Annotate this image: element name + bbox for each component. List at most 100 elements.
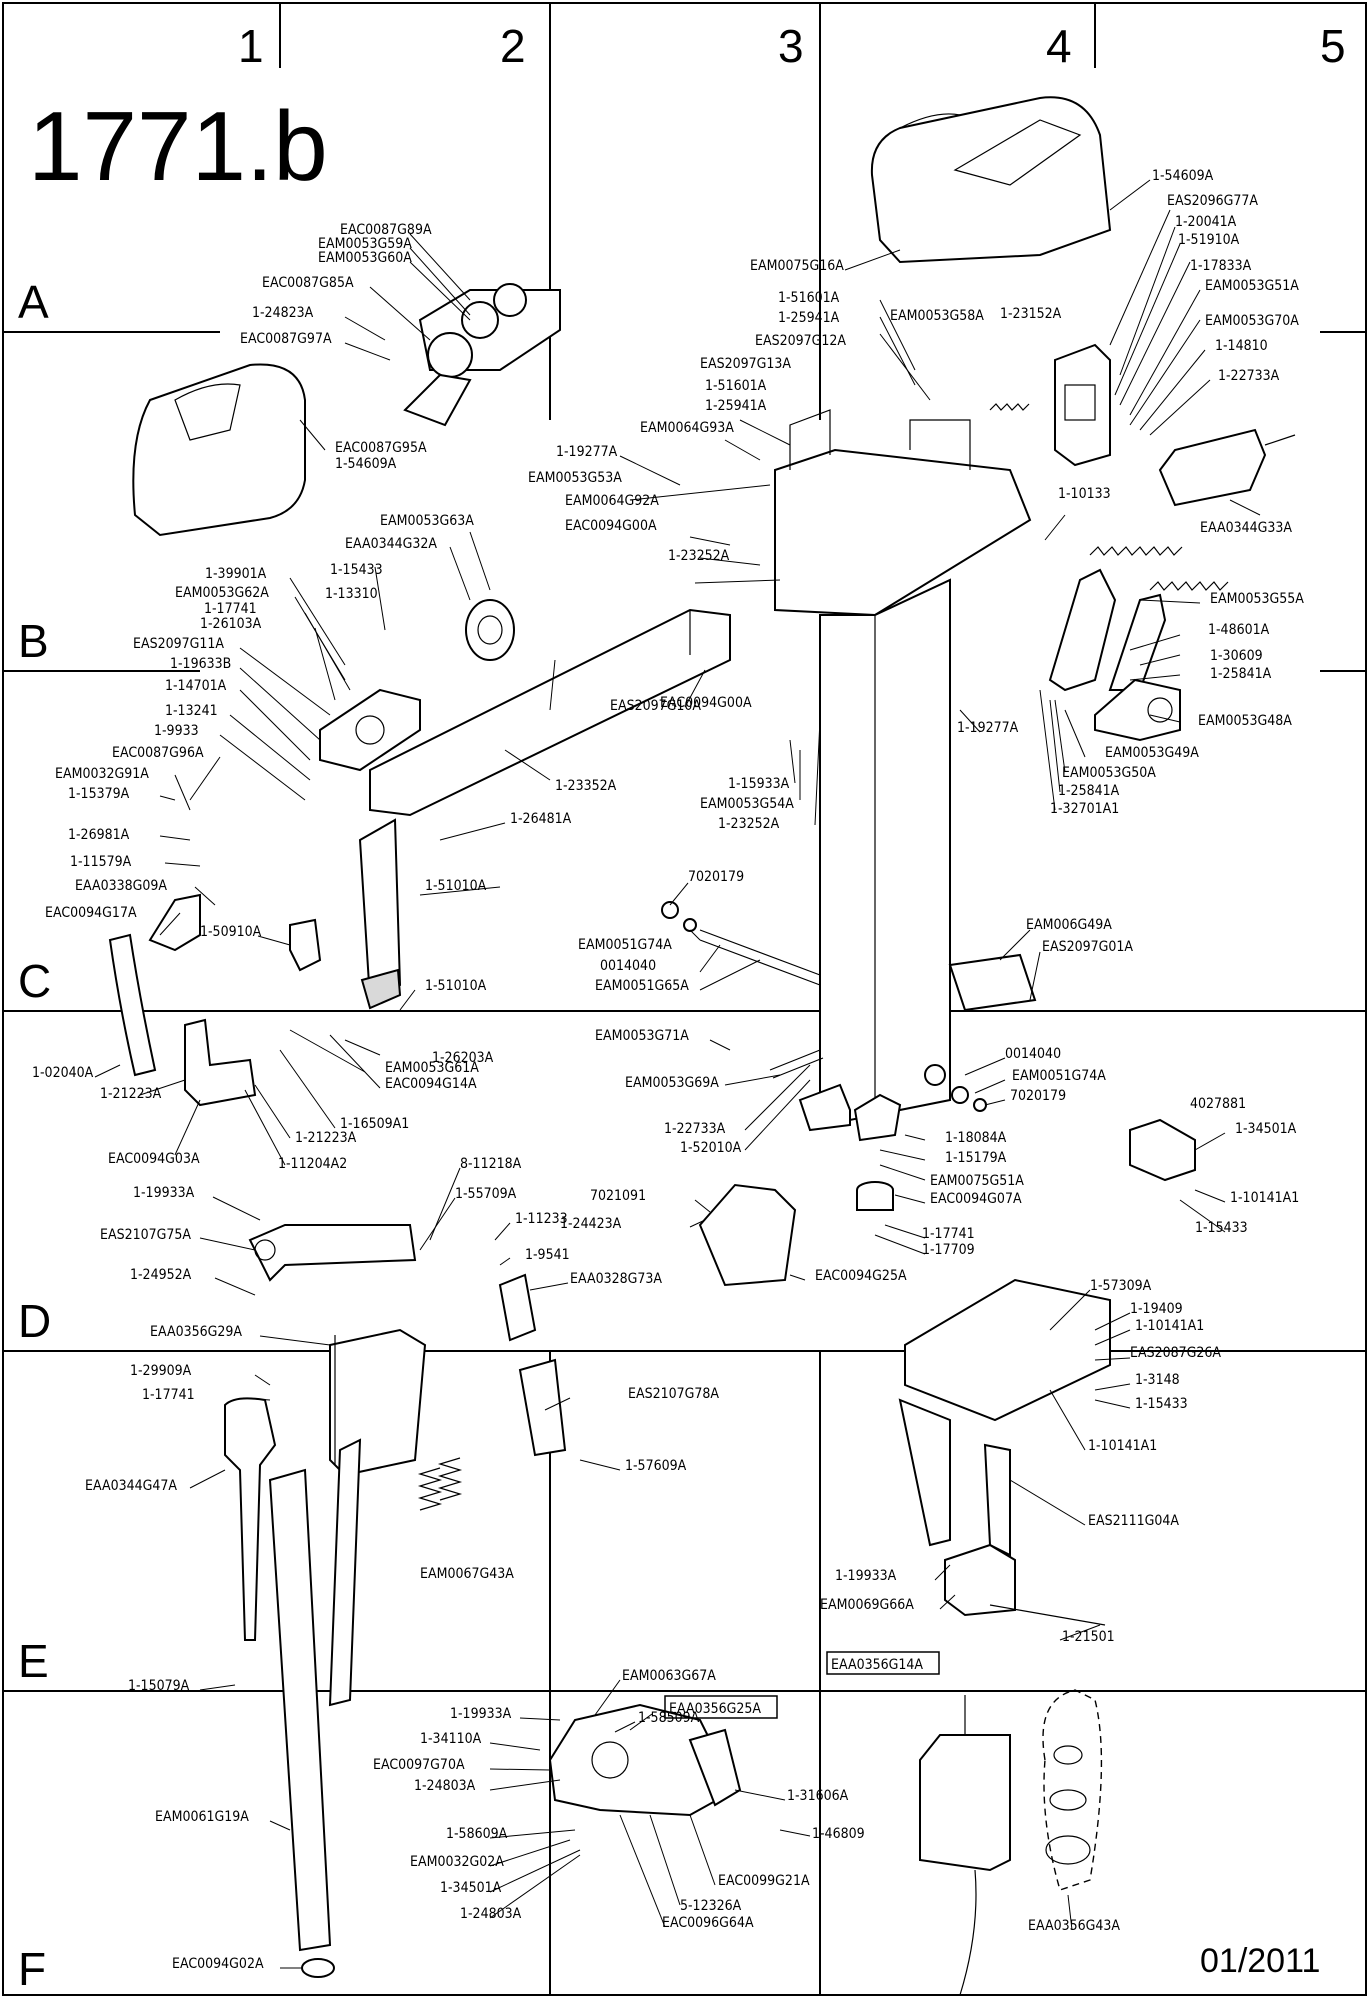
bracket-4027881	[1129, 1118, 1196, 1182]
part-number-label: EAC0099G21A	[718, 1873, 810, 1889]
main-column	[819, 578, 951, 1122]
part-number-label: 1-10141A1	[1088, 1438, 1157, 1454]
mounting-bracket	[904, 1278, 1111, 1422]
part-number-label: 8-11218A	[460, 1156, 522, 1172]
part-number-label: 1-29909A	[130, 1363, 192, 1379]
part-number-label: EAC0094G14A	[385, 1076, 477, 1092]
control-valve	[148, 893, 201, 952]
part-number-label: EAM0053G59A	[318, 236, 412, 252]
part-number-label: 7020179	[688, 869, 744, 885]
part-number-label: EAS2097G11A	[133, 636, 224, 652]
part-number-label: EAM0053G48A	[1198, 713, 1292, 729]
part-number-label: 1-15933A	[728, 776, 790, 792]
part-number-label: 1-13241	[165, 703, 218, 719]
part-number-label: 0014040	[600, 958, 656, 974]
part-number-label: 1-19933A	[133, 1185, 195, 1201]
part-number-label: 1-21223A	[295, 1130, 357, 1146]
part-number-label: 1-25841A	[1210, 666, 1272, 682]
part-number-label: 1-19933A	[835, 1568, 897, 1584]
part-number-label: EAC0087G95A	[335, 440, 427, 456]
part-number-label: EAM0032G91A	[55, 766, 149, 782]
part-number-label: EAM0075G16A	[750, 258, 844, 274]
part-number-label: 0014040	[1005, 1046, 1061, 1062]
part-number-label: 1-51010A	[425, 878, 487, 894]
part-number-label: EAM0053G60A	[318, 250, 412, 266]
part-number-label: EAM0064G92A	[565, 493, 659, 509]
part-number-label: EAS2097G12A	[755, 333, 846, 349]
part-number-label: EAA0356G29A	[150, 1324, 242, 1340]
part-number-label: 1-3148	[1135, 1372, 1180, 1388]
part-number-label: 1-34110A	[420, 1731, 482, 1747]
part-number-label: EAS2097G10A	[610, 698, 701, 714]
column-marker: 5	[1320, 20, 1346, 72]
row-marker: D	[18, 1295, 51, 1347]
part-number-label: EAA0328G73A	[570, 1271, 662, 1287]
part-number-label: EAM0053G70A	[1205, 313, 1299, 329]
part-number-label: EAS2107G75A	[100, 1227, 191, 1243]
part-number-label: 1-46809	[812, 1826, 865, 1842]
part-number-label: 1-17709	[922, 1242, 975, 1258]
spring-c	[989, 403, 1030, 411]
column-marker: 3	[778, 20, 804, 72]
part-number-label: EAM0063G67A	[622, 1668, 716, 1684]
part-number-label: 1-51601A	[778, 290, 840, 306]
part-number-label: EAC0087G89A	[340, 222, 432, 238]
cover-eac0094g25a	[698, 1183, 797, 1287]
part-number-label: 1-19633B	[170, 656, 231, 672]
part-number-label: EAC0094G00A	[565, 518, 657, 534]
part-number-label: EAS2097G01A	[1042, 939, 1133, 955]
part-number-label: EAM0075G51A	[930, 1173, 1024, 1189]
part-number-label: 1-23252A	[668, 548, 730, 564]
part-number-label: 1-57609A	[625, 1458, 687, 1474]
part-number-label: 1-57309A	[1090, 1278, 1152, 1294]
left-cover	[132, 363, 306, 537]
part-number-label: 1-10141A1	[1135, 1318, 1204, 1334]
part-number-label: 1-23352A	[555, 778, 617, 794]
part-number-label: EAM0064G93A	[640, 420, 734, 436]
part-number-label: EAC0094G00A	[660, 695, 752, 711]
part-number-label: 1-24423A	[560, 1216, 622, 1232]
part-number-label: EAM0061G19A	[155, 1809, 249, 1825]
shaft	[699, 929, 821, 976]
coil	[465, 599, 515, 661]
part-number-label: EAM0053G55A	[1210, 591, 1304, 607]
frame-bracket	[774, 448, 1032, 617]
part-number-label: 1-02040A	[32, 1065, 94, 1081]
part-number-label: EAA0344G33A	[1200, 520, 1292, 536]
part-number-label: 1-26203A	[432, 1050, 494, 1066]
callout-frame	[664, 1695, 778, 1719]
part-number-label: EAC0096G64A	[662, 1915, 754, 1931]
sheet-date: 01/2011	[1200, 1942, 1320, 1980]
part-number-label: 1-50910A	[200, 924, 262, 940]
part-number-label: EAS2096G77A	[1167, 193, 1258, 209]
part-illustrations	[108, 96, 1296, 1996]
lever-plate	[1048, 568, 1117, 692]
row-marker: F	[18, 1943, 46, 1995]
spring-stack	[417, 1467, 443, 1511]
column-marker: 4	[1046, 20, 1072, 72]
part-number-label: 1-14701A	[165, 678, 227, 694]
part-number-label: 1-32701A1	[1050, 801, 1119, 817]
part-number-label: 1-51010A	[425, 978, 487, 994]
part-number-label: 1-11204A2	[278, 1156, 347, 1172]
block-eam0053g71a	[798, 1083, 851, 1132]
part-number-label: 1-26981A	[68, 827, 130, 843]
part-number-label: EAM0053G50A	[1062, 765, 1156, 781]
part-number-label: 1-19277A	[556, 444, 618, 460]
part-number-label: 1-18084A	[945, 1130, 1007, 1146]
part-number-label: EAM0053G63A	[380, 513, 474, 529]
part-number-label: 1-24952A	[130, 1267, 192, 1283]
part-number-label: 1-24823A	[252, 305, 314, 321]
part-number-label: 1-25841A	[1058, 783, 1120, 799]
spring-a	[1089, 546, 1183, 556]
block-eam0069g66a	[944, 1543, 1016, 1617]
part-number-label: 1-30609	[1210, 648, 1263, 664]
sheet-code: 1771.b	[28, 91, 328, 201]
part-number-label: 1-24803A	[414, 1778, 476, 1794]
part-number-label: EAM0051G74A	[578, 937, 672, 953]
bracket-eas2097g01a	[948, 953, 1037, 1012]
part-number-label: 1-19933A	[450, 1706, 512, 1722]
part-number-label: 1-17833A	[1190, 258, 1252, 274]
part-number-label: EAM006G49A	[1026, 917, 1112, 933]
